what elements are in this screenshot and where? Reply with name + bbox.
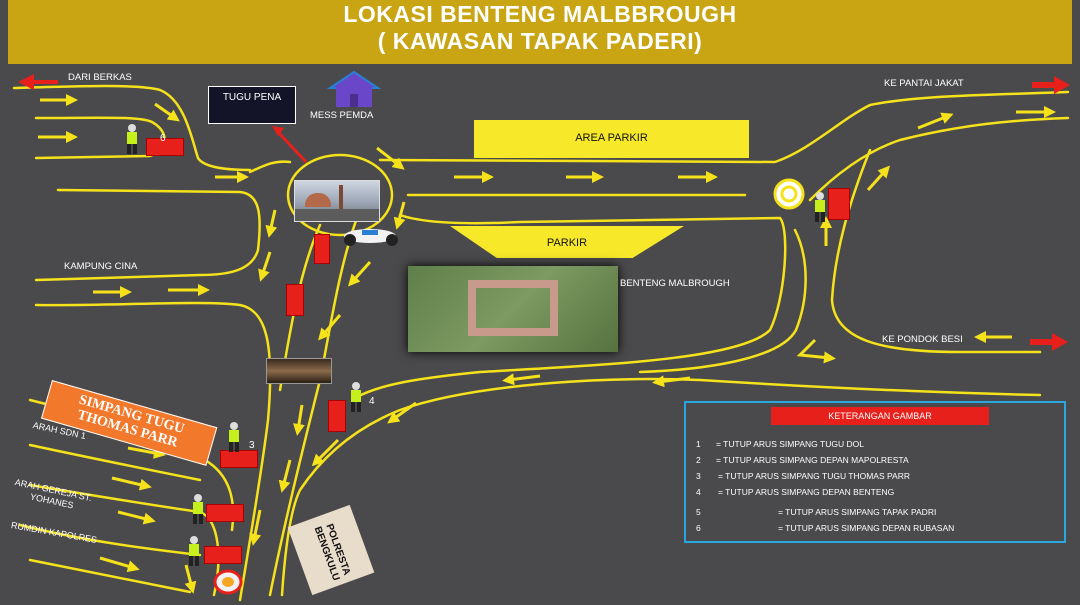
dari-berkas-label: DARI BERKAS (68, 72, 132, 83)
ke-pondok-besi-label: KE PONDOK BESI (882, 334, 963, 345)
legend-item-text: = TUTUP ARUS SIMPANG DEPAN RUBASAN (778, 523, 955, 533)
police-officer-icon (189, 536, 199, 566)
legend-item-text: = TUTUP ARUS SIMPANG DEPAN MAPOLRESTA (716, 455, 909, 465)
barrier-lower-2 (204, 546, 242, 564)
house-icon (326, 70, 382, 107)
kampung-cina-label: KAMPUNG CINA (64, 261, 138, 272)
post-marker-5 (773, 178, 805, 210)
police-officer-icon (229, 422, 239, 452)
small-photo (266, 358, 332, 384)
post-number-4: 4 (369, 396, 375, 407)
legend-item-num: 4 (696, 487, 701, 497)
parkir-label: PARKIR (546, 237, 588, 249)
police-officer-icon (127, 124, 137, 154)
barrier-5 (828, 188, 850, 220)
legend-item-text: = TUTUP ARUS SIMPANG TAPAK PADRI (778, 507, 937, 517)
map-title-line1: LOKASI BENTENG MALBBROUGH (343, 1, 737, 27)
barrier-6 (146, 138, 184, 156)
legend-item-text: = TUTUP ARUS SIMPANG DEPAN BENTENG (718, 487, 895, 497)
legend-box: KETERANGAN GAMBAR 1 = TUTUP ARUS SIMPANG… (684, 401, 1066, 543)
legend-item-text: = TUTUP ARUS SIMPANG TUGU THOMAS PARR (718, 471, 910, 481)
legend-item-num: 1 (696, 439, 701, 449)
tugu-pena-sign: TUGU PENA (208, 86, 296, 124)
flow-arrows (38, 94, 1056, 594)
legend-item-text: = TUTUP ARUS SIMPANG TUGU DOL (716, 439, 864, 449)
area-parkir-label: AREA PARKIR (575, 132, 648, 144)
police-officer-icon (351, 382, 361, 412)
barrier-2 (286, 284, 304, 316)
title-banner: LOKASI BENTENG MALBBROUGH ( KAWASAN TAPA… (8, 0, 1072, 64)
red-arrows (18, 74, 1070, 351)
police-officer-icon (815, 192, 825, 222)
barrier-lower-1 (206, 504, 244, 522)
tugu-pena-label: TUGU PENA (222, 92, 282, 103)
police-officer-icon (193, 494, 203, 524)
map-title-line2: ( KAWASAN TAPAK PADERI) (377, 28, 703, 54)
legend-title: KETERANGAN GAMBAR (771, 407, 989, 425)
post-number-3: 3 (249, 440, 255, 451)
post-number-6: 6 (160, 133, 166, 144)
legend-item-num: 5 (696, 507, 701, 517)
legend-item-num: 6 (696, 523, 701, 533)
polresta-text: POLRESTA BENGKULU (308, 513, 356, 591)
tugu-photo (294, 180, 380, 222)
police-motorcycle-icon (344, 229, 398, 246)
post-marker-bottom (213, 569, 243, 595)
ke-pantai-jakat-label: KE PANTAI JAKAT (884, 78, 964, 89)
mess-pemda-label: MESS PEMDA (310, 110, 374, 121)
barrier-4 (328, 400, 346, 432)
benteng-label: BENTENG MALBROUGH (620, 278, 730, 289)
legend-item-num: 3 (696, 471, 701, 481)
benteng-photo (408, 266, 618, 352)
barrier-3 (220, 450, 258, 468)
barrier-1 (314, 234, 330, 264)
area-parkir-zone: AREA PARKIR (474, 120, 749, 158)
legend-item-num: 2 (696, 455, 701, 465)
